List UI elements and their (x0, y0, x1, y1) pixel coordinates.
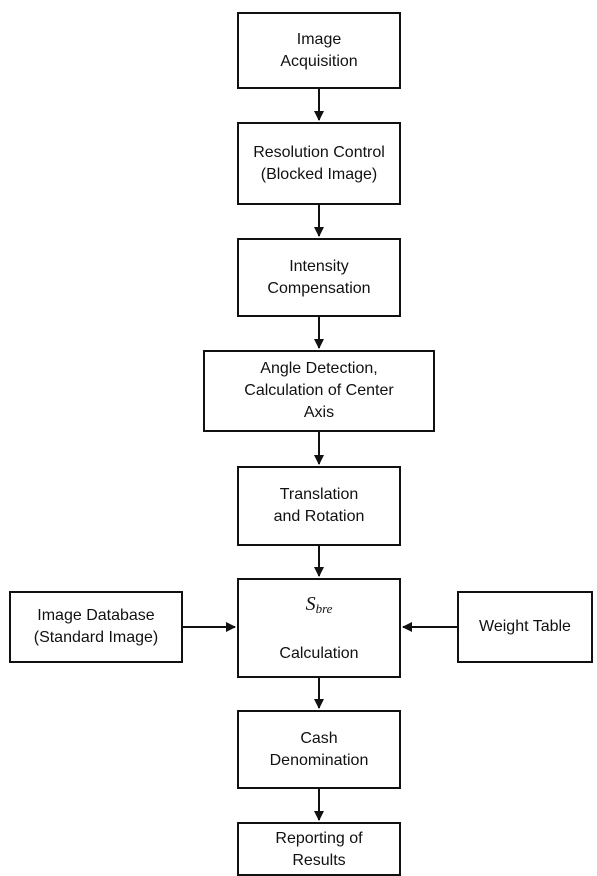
image-database-label: Image Database (Standard Image) (33, 607, 159, 646)
sbre-symbol-subscript: bre (315, 600, 333, 616)
sbre-symbol-letter: S (305, 592, 316, 615)
translation-rotation-label: Translation and Rotation (273, 486, 365, 525)
sbre-symbol: Sbre (279, 592, 358, 621)
intensity-compensation-label: Intensity Compensation (267, 257, 371, 297)
image-database-box: Image Database (Standard Image) (9, 591, 183, 663)
reporting-results-box: Reporting of Results (237, 822, 401, 876)
sbre-calculation-label: Calculation (279, 644, 359, 662)
resolution-control-box: Resolution Control (Blocked Image) (237, 122, 401, 205)
image-acquisition-label: Image Acquisition (280, 30, 358, 70)
translation-rotation-box: Translation and Rotation (237, 466, 401, 546)
sbre-calculation-content: Sbre Calculation (279, 570, 358, 687)
image-acquisition-box: Image Acquisition (237, 12, 401, 89)
weight-table-label: Weight Table (479, 618, 571, 635)
reporting-results-label: Reporting of Results (275, 830, 363, 869)
sbre-calculation-box: Sbre Calculation (237, 578, 401, 678)
intensity-compensation-box: Intensity Compensation (237, 238, 401, 317)
angle-detection-label: Angle Detection, Calculation of Center A… (244, 360, 394, 421)
angle-detection-box: Angle Detection, Calculation of Center A… (203, 350, 435, 432)
resolution-control-label: Resolution Control (Blocked Image) (253, 143, 385, 183)
cash-denomination-box: Cash Denomination (237, 710, 401, 789)
weight-table-box: Weight Table (457, 591, 593, 663)
cash-denomination-label: Cash Denomination (269, 729, 369, 769)
